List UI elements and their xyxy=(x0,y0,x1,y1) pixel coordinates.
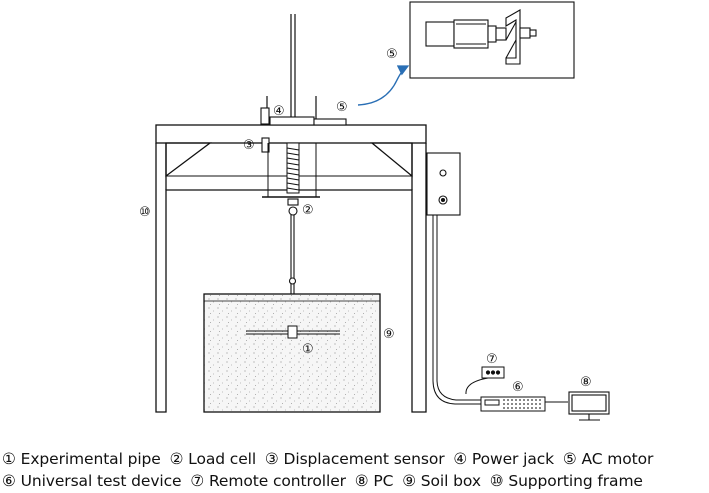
marker-ac-motor-detail: ⑤ xyxy=(386,47,398,62)
legend-item: ② Load cell xyxy=(169,450,257,468)
universal-test-device xyxy=(480,396,546,412)
marker-power-jack: ④ xyxy=(273,104,285,119)
legend-item: ③ Displacement sensor xyxy=(264,450,445,468)
remote-controller xyxy=(481,366,505,379)
legend-item: ⑩ Supporting frame xyxy=(489,472,643,490)
legend-item: ⑧ PC xyxy=(354,472,394,490)
detail-arrow xyxy=(357,65,410,106)
legend-item: ⑨ Soil box xyxy=(402,472,481,490)
test-apparatus-diagram: ⑤ ④ ⑤ ③ ② ⑩ ⑨ ① ⑦ ⑥ ⑧ xyxy=(139,1,610,421)
marker-load-cell: ② xyxy=(302,203,314,218)
marker-ac-motor: ⑤ xyxy=(336,100,348,115)
soil-box xyxy=(203,293,381,413)
marker-universal-test-device: ⑥ xyxy=(512,380,524,395)
power-jack-assembly xyxy=(260,107,347,153)
marker-remote-controller: ⑦ xyxy=(486,352,498,367)
marker-pc: ⑧ xyxy=(580,375,592,390)
legend-item: ⑦ Remote controller xyxy=(190,472,346,490)
cables xyxy=(432,215,568,405)
legend-item: ④ Power jack xyxy=(453,450,555,468)
displacement-sensor-screw xyxy=(262,142,320,198)
marker-supporting-frame: ⑩ xyxy=(139,205,151,220)
marker-displacement-sensor: ③ xyxy=(243,138,255,153)
marker-soil-box: ⑨ xyxy=(383,327,395,342)
pc-monitor xyxy=(568,391,610,421)
legend-line-2: ⑥ Universal test device ⑦ Remote control… xyxy=(2,470,707,493)
legend-item: ① Experimental pipe xyxy=(2,450,161,468)
marker-experimental-pipe: ① xyxy=(302,342,314,357)
control-box xyxy=(426,152,461,216)
ac-motor-detail-inset xyxy=(409,1,575,79)
legend-item: ⑥ Universal test device xyxy=(2,472,182,490)
legend-line-1: ① Experimental pipe ② Load cell ③ Displa… xyxy=(2,448,707,471)
legend-item: ⑤ AC motor xyxy=(562,450,654,468)
